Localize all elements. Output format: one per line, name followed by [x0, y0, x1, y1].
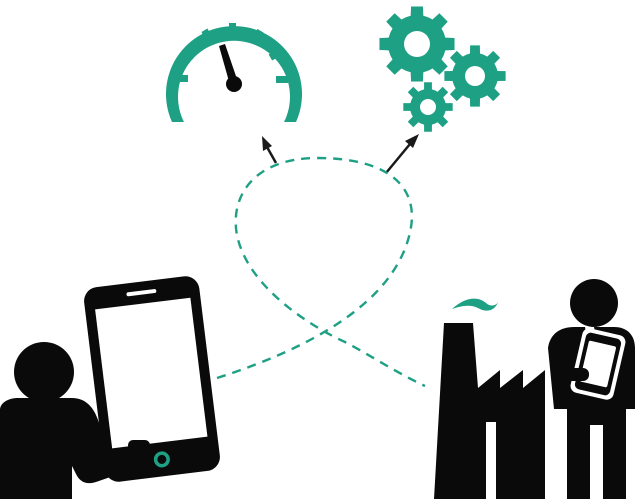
speedometer-needle — [219, 44, 242, 92]
arm-holding-tablet — [559, 368, 589, 381]
gear-large — [379, 6, 455, 82]
gear-small — [403, 82, 453, 132]
arrow-to-gears — [385, 134, 419, 174]
person-holding-tablet-icon — [548, 279, 635, 499]
phone — [84, 276, 220, 482]
speedometer-icon — [166, 23, 302, 123]
factory-smoke — [452, 298, 498, 311]
speedometer-ticks — [176, 23, 288, 83]
hand-fingers — [128, 440, 152, 462]
gear-medium — [444, 45, 506, 107]
tablet — [570, 328, 626, 400]
factory-building — [434, 323, 545, 499]
arrow-to-speedometer — [262, 136, 278, 164]
phone-screen — [95, 297, 208, 449]
speedometer-body — [166, 26, 302, 123]
gears-icon — [379, 6, 506, 132]
data-flow-dashed-loop — [216, 156, 426, 388]
phone-speaker — [126, 289, 157, 297]
tablet-screen — [580, 340, 616, 388]
person-holding-phone-icon — [0, 276, 220, 499]
factory-icon — [434, 298, 545, 499]
